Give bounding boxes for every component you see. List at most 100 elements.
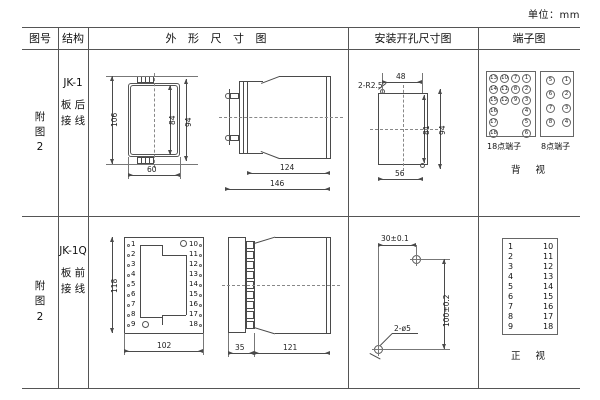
row2-pin-label-11: 11: [189, 250, 198, 258]
row1-side-taper-bottom: [260, 151, 280, 160]
row2-side-centerline: [222, 285, 340, 286]
row2-pin-label-15: 15: [189, 290, 198, 298]
row2-dim-35-arrow-right: [249, 351, 254, 355]
row2-pin-dot-4: [127, 274, 130, 277]
row2-hole-top-cross-v: [416, 253, 417, 266]
terminal-pin-14: 14: [489, 85, 498, 94]
row2-dim-102-label: 102: [157, 341, 172, 350]
row1-dim-146-label: 146: [270, 179, 285, 188]
row1-ext-top: [106, 76, 198, 77]
row1-ext-left: [128, 157, 129, 179]
row1-side-top-taper-flat: [247, 81, 263, 82]
row2-dim-30-arrow-left: [378, 243, 383, 247]
row2-dim-100-arrow-top: [442, 259, 446, 264]
row2-panel-top: [124, 237, 203, 238]
row2-side-view: 35 121: [220, 227, 344, 377]
row1-struct-name: JK-1: [63, 77, 83, 89]
row1-side-stud-top-hole: [225, 93, 231, 99]
row2-side-taper-top: [254, 236, 276, 244]
row2-side-term-7: [246, 301, 254, 309]
col-divider-4: [478, 27, 479, 388]
row1-bot-tab-rib-3: [149, 157, 150, 164]
row2-dim-100-label: 100±0.2: [442, 294, 451, 327]
terminal-pin-8: 8: [511, 85, 520, 94]
row1-dim-106-arrow-top: [110, 76, 114, 81]
row2-fig-char-0: 附: [34, 280, 46, 293]
row2-term-right-16: 16: [543, 302, 554, 311]
row1-dim-94-label: 94: [184, 117, 193, 127]
row2-dim-100-arrow-bottom: [442, 344, 446, 349]
row2-body-step-h1: [162, 255, 186, 256]
row1-dim-48-label: 48: [396, 72, 406, 81]
row1-dim-60-arrow-left: [128, 173, 133, 177]
row2-panel-bottom: [124, 333, 203, 334]
row2-dim-100-line: [444, 259, 445, 349]
row1-dim-94b-label: 94: [438, 125, 447, 135]
row1-front-view: 106 84 94 60: [96, 65, 216, 205]
row1-side-flange-bottom: [239, 153, 247, 154]
row2-body-left: [140, 245, 141, 317]
row1-dim-94-arrow-top: [184, 79, 188, 84]
row1-dim-48-arrow-right: [417, 80, 422, 84]
table-top-border: [22, 27, 580, 28]
row2-pin-dot-1: [127, 244, 130, 247]
terminal8-pin-2: 2: [562, 90, 571, 99]
row1-front-centerline: [154, 73, 155, 168]
terminal8-pin-5: 5: [546, 76, 555, 85]
terminal-pin-1: 1: [522, 74, 531, 83]
row1-dim-81-arrow-top: [422, 95, 426, 100]
row1-dim-84-arrow-bottom: [168, 150, 172, 155]
row1-dim-56-label: 56: [395, 169, 405, 178]
row2-pin-label-6: 6: [131, 290, 136, 298]
row2-hole-note: 2-ø5: [394, 324, 411, 333]
row1-dim-106-line: [112, 76, 113, 164]
row1-terminal-diagram: 13 10 7 1 14 11 8 2 15 12 9 3 16 4 17 5 …: [478, 49, 580, 216]
row1-dim-124-label: 124: [280, 163, 295, 172]
row1-side-body-bottom: [279, 158, 331, 159]
col-divider-3: [348, 27, 349, 388]
row2-dim-30-label: 30±0.1: [381, 234, 409, 243]
row2-hole-note-leader-h: [392, 333, 418, 334]
row1-dim-56-line: [378, 179, 423, 180]
header-structure: 结构: [62, 32, 84, 45]
row2-mount-ext-top: [416, 259, 450, 260]
row2-pin-label-4: 4: [131, 270, 136, 278]
row2-term-left-1: 1: [508, 242, 514, 251]
row1-cutout-center-v: [403, 85, 404, 171]
row2-pin-label-5: 5: [131, 280, 136, 288]
row1-dim-106-label: 106: [110, 112, 119, 127]
row2-term-right-18: 18: [543, 322, 554, 331]
row2-pin-label-3: 3: [131, 260, 136, 268]
row1-fig-char-1: 图: [34, 125, 46, 138]
row2-body-step-r2: [162, 315, 163, 325]
row1-side-stud-bottom: [230, 135, 239, 141]
row2-panel-left: [124, 237, 125, 333]
row2-side-term-3: [246, 261, 254, 269]
row1-dim-94b-arrow-bottom: [438, 164, 442, 169]
row1-dim-84-arrow-top: [168, 85, 172, 90]
row1-side-view: 124 146: [217, 65, 345, 205]
row2-dim-102-arrow-left: [124, 349, 129, 353]
row2-side-body-bottom: [275, 333, 331, 334]
row2-term-left-6: 6: [508, 292, 514, 301]
terminal8-pin-1: 1: [562, 76, 571, 85]
row2-pin-label-10: 10: [189, 240, 198, 248]
row2-pin-label-9: 9: [131, 320, 136, 328]
row2-mounting-view: 30±0.1 100±0.2 2-ø5: [358, 227, 470, 377]
row1-struct-char-1: 后: [74, 99, 86, 111]
row1-dim-60-label: 60: [147, 165, 157, 174]
row2-pin-dot-8: [127, 314, 130, 317]
row2-term-right-13: 13: [543, 272, 554, 281]
row1-dim-60-arrow-right: [175, 173, 180, 177]
row1-dim-124-line: [247, 173, 330, 174]
row2-side-term-9: [246, 321, 254, 329]
row2-term-left-7: 7: [508, 302, 514, 311]
terminal8-pin-8: 8: [546, 118, 555, 127]
terminal-pin-10: 10: [500, 74, 509, 83]
row1-ext-bottom: [106, 164, 198, 165]
row1-top-tab-rib-3: [149, 76, 150, 83]
row1-top-tab-rib-2: [145, 76, 146, 83]
row1-fig-no: 附 图 2: [22, 49, 58, 216]
row2-dim-30-arrow-right: [411, 243, 416, 247]
row1-dim-60-line: [128, 175, 180, 176]
